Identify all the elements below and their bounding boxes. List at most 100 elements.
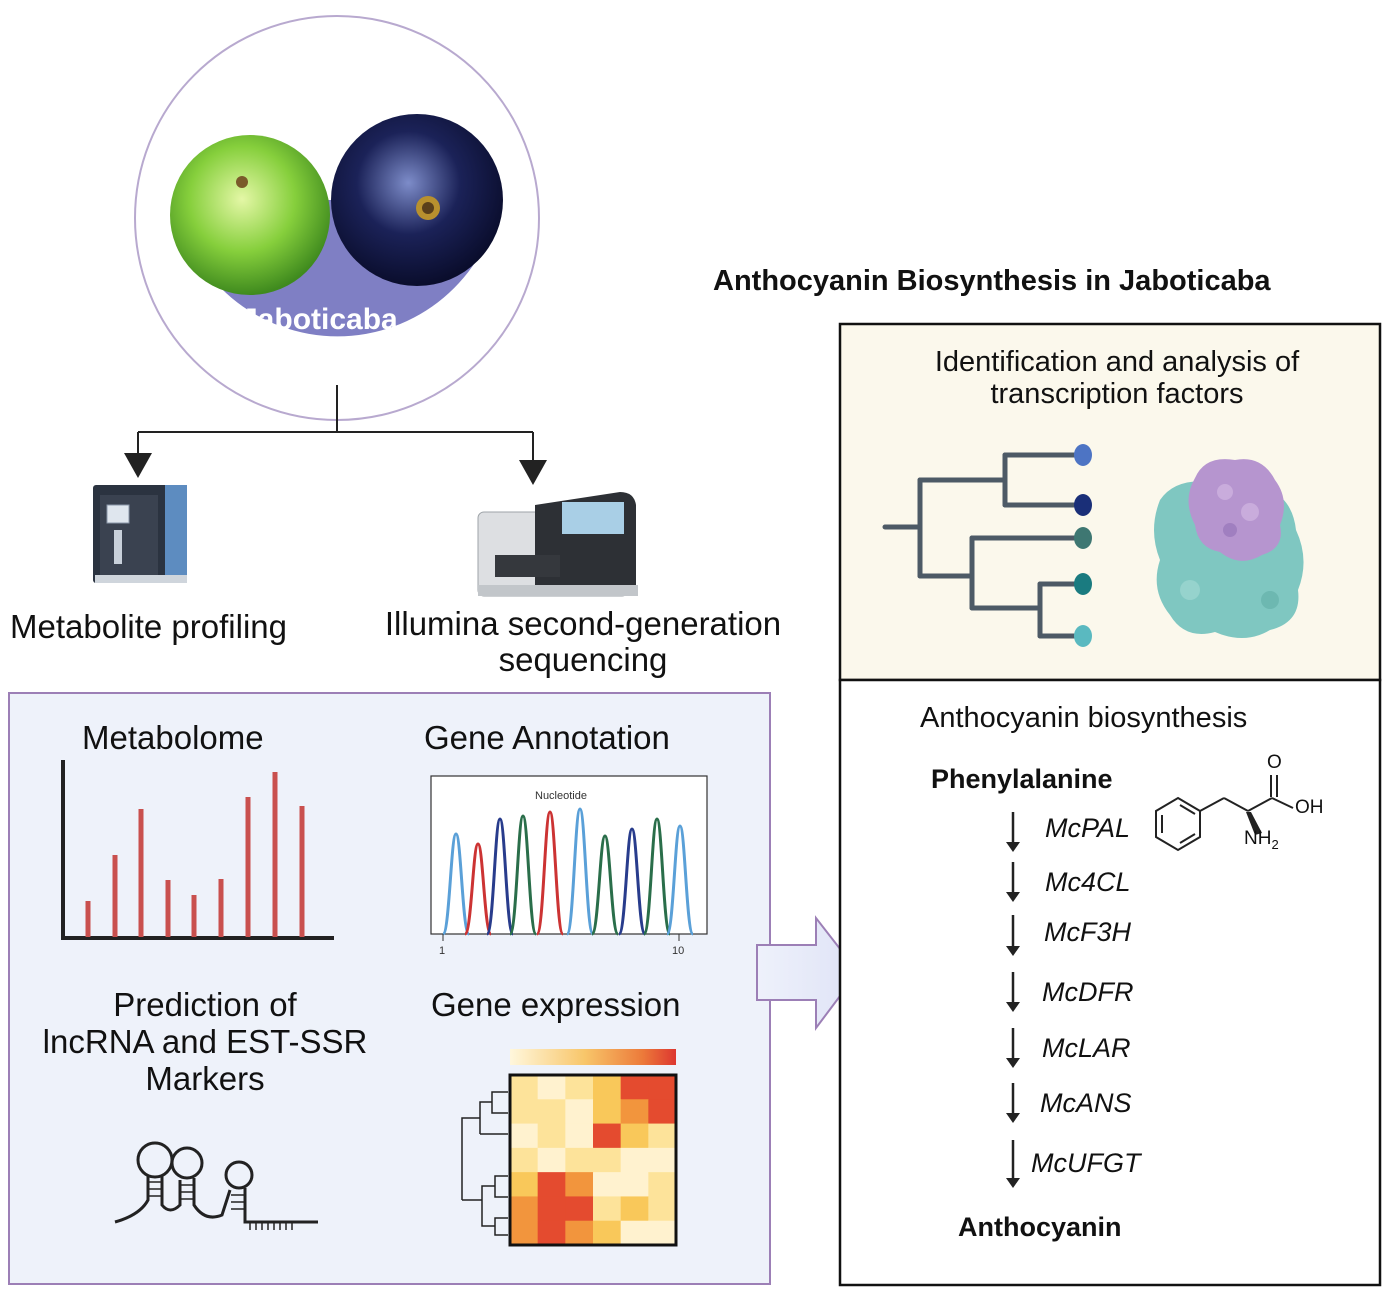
heatmap-cell — [537, 1220, 566, 1246]
gene-expression-title: Gene expression — [431, 986, 681, 1023]
right-panel-title: Anthocyanin Biosynthesis in Jaboticaba — [713, 265, 1271, 297]
heatmap-cell — [565, 1196, 594, 1222]
chromatogram-peak — [463, 842, 493, 936]
gene-label: McLAR — [1042, 1033, 1131, 1063]
prediction-title-line2: lncRNA and EST-SSR — [42, 1023, 368, 1060]
heatmap-cell — [565, 1220, 594, 1246]
flow-arrow-icon — [756, 915, 860, 1031]
heatmap-cell — [620, 1075, 649, 1100]
heatmap-cell — [593, 1172, 622, 1197]
chromatogram-tick-end: 10 — [672, 945, 685, 957]
heatmap-cell — [510, 1147, 539, 1173]
green-fruit — [170, 135, 330, 295]
rna-stem-rungs — [148, 1181, 293, 1230]
metabolome-bar — [165, 880, 171, 937]
chromatogram-peak — [441, 832, 471, 936]
heatmap-cell — [565, 1172, 594, 1197]
heatmap-cells — [510, 1075, 677, 1246]
heatmap-cell — [620, 1123, 649, 1149]
arrow-down-icon — [519, 460, 547, 485]
purple-fruit — [331, 114, 503, 286]
gene-annotation-title: Gene Annotation — [424, 719, 670, 756]
heatmap-cell — [510, 1099, 539, 1125]
gene-label: McDFR — [1042, 977, 1134, 1007]
heatmap-cell — [620, 1147, 649, 1173]
chromatogram-peaks — [441, 807, 695, 936]
sequencing-label-line1: Illumina second-generation — [384, 605, 782, 642]
phenylalanine-molecule-icon — [1155, 775, 1294, 852]
chromatogram-peak — [590, 834, 620, 936]
sequencing-label-line2: sequencing — [498, 641, 668, 678]
heatmap-cell — [648, 1099, 677, 1125]
heatmap-cell — [593, 1075, 622, 1100]
heatmap-cell — [565, 1075, 594, 1100]
pathway-end-label: Anthocyanin — [958, 1212, 1122, 1242]
heatmap-cell — [648, 1147, 677, 1173]
protein-structure-icon — [1154, 459, 1304, 639]
pathway-start-label: Phenylalanine — [931, 764, 1113, 794]
rna-hairpin-icon — [114, 1141, 318, 1224]
chromatogram-tick-start: 1 — [439, 945, 446, 957]
heatmap-cell — [537, 1075, 566, 1100]
metabolome-title: Metabolome — [82, 719, 264, 756]
heatmap-cell — [593, 1220, 622, 1246]
pathway-panel — [838, 678, 1382, 1287]
arrow-down-icon — [1006, 1113, 1020, 1123]
heatmap-cell — [648, 1172, 677, 1197]
arrow-down-icon — [1006, 842, 1020, 852]
heatmap-cell — [565, 1147, 594, 1173]
metabolome-bar — [299, 806, 305, 937]
heatmap-cell — [648, 1123, 677, 1149]
heatmap-cell — [648, 1220, 677, 1246]
tree-leaf-nodes — [1074, 444, 1092, 647]
metabolome-bar — [138, 809, 144, 937]
arrow-down-icon — [1006, 892, 1020, 902]
chromatogram-peak — [565, 807, 595, 936]
tf-panel — [838, 322, 1382, 682]
heatmap-cell — [620, 1172, 649, 1197]
heatmap-cell — [593, 1099, 622, 1125]
gene-label: McANS — [1040, 1088, 1132, 1118]
metabolome-bar — [191, 895, 197, 937]
heatmap-cell — [565, 1099, 594, 1125]
arrow-down-icon — [1006, 1002, 1020, 1012]
heatmap-color-scale — [510, 1049, 676, 1065]
heatmap-cell — [510, 1172, 539, 1197]
molecule-amine: NH2 — [1244, 828, 1279, 852]
metabolome-bar — [218, 879, 224, 937]
metabolome-bar — [112, 855, 118, 937]
branch-connector — [137, 385, 534, 462]
sequencing-label: Illumina second-generation sequencing — [357, 606, 809, 678]
chromatogram-peak — [535, 810, 565, 936]
prediction-title-line1: Prediction of — [113, 986, 297, 1023]
chromatogram-peak — [642, 817, 672, 936]
heatmap-cell — [537, 1123, 566, 1149]
heatmap-dendrogram — [461, 1091, 508, 1236]
arrow-down-icon — [1006, 946, 1020, 956]
phylogenetic-tree-icon — [882, 452, 1083, 639]
metabolome-axes — [61, 760, 334, 940]
gene-label: McF3H — [1044, 917, 1131, 947]
heatmap-cell — [537, 1172, 566, 1197]
heatmap-cell — [648, 1196, 677, 1222]
metabolome-bar — [85, 901, 91, 937]
metabolome-bar — [272, 772, 278, 937]
chromatogram-peak — [665, 824, 695, 936]
tf-panel-title-line2: transcription factors — [990, 378, 1244, 410]
heatmap-cell — [510, 1196, 539, 1222]
pathway-arrows — [1006, 812, 1020, 1188]
heatmap-cell — [510, 1075, 539, 1100]
jaboticaba-illustration — [134, 15, 540, 421]
gene-label: Mc4CL — [1045, 867, 1131, 897]
chromatogram-title: Nucleotide — [535, 790, 587, 802]
chromatogram-peak — [617, 827, 647, 936]
jaboticaba-label: Jaboticaba — [241, 303, 398, 336]
wedge-bond — [1246, 812, 1262, 835]
heatmap-cell — [620, 1196, 649, 1222]
heatmap-cell — [593, 1123, 622, 1149]
arrow-down-icon — [124, 453, 152, 478]
heatmap-cell — [620, 1220, 649, 1246]
molecule-hydroxyl: OH — [1295, 797, 1324, 818]
molecule-amine-subscript: 2 — [1271, 836, 1279, 852]
